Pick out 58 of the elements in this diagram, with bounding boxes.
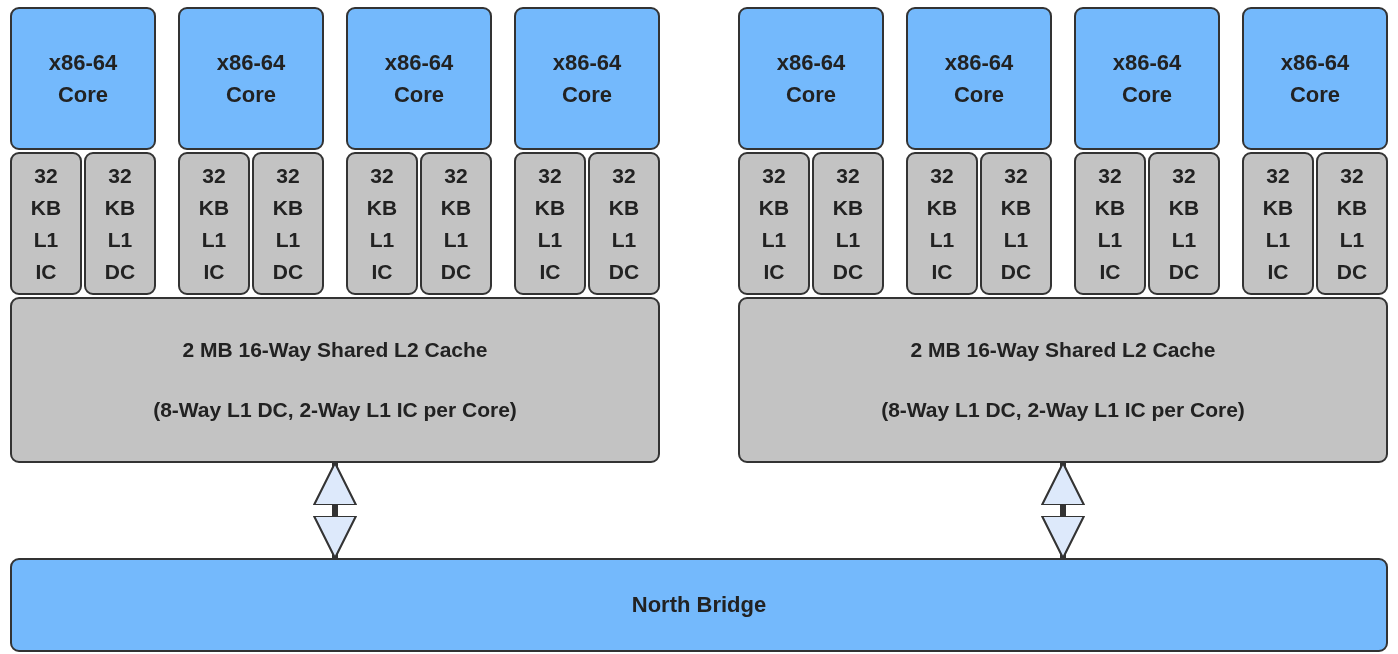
cache-label: 32 KB L1 IC xyxy=(925,162,959,285)
cache-box xyxy=(10,152,82,295)
cache-label: 32 KB L1 DC xyxy=(271,162,305,285)
cache-label: 32 KB L1 DC xyxy=(607,162,641,285)
cache-box xyxy=(588,152,660,295)
cache-label: (8-Way L1 DC, 2-Way L1 IC per Core) xyxy=(153,397,517,423)
core-label: x86-64 Core xyxy=(47,48,119,109)
cache-label: 32 KB L1 DC xyxy=(439,162,473,285)
cache-box xyxy=(1074,152,1146,295)
core-box xyxy=(10,7,156,150)
cache-label: 32 KB L1 DC xyxy=(1335,162,1369,285)
cache-box xyxy=(738,297,1388,463)
cache-box xyxy=(346,152,418,295)
cache-box xyxy=(1316,152,1388,295)
cache-label: 32 KB L1 IC xyxy=(757,162,791,285)
core-box xyxy=(906,7,1052,150)
core-label: x86-64 Core xyxy=(215,48,287,109)
cache-box xyxy=(178,152,250,295)
cache-box xyxy=(1242,152,1314,295)
cache-box xyxy=(980,152,1052,295)
core-label: x86-64 Core xyxy=(383,48,455,109)
cache-label: 32 KB L1 IC xyxy=(29,162,63,285)
cache-box xyxy=(812,152,884,295)
cache-box xyxy=(84,152,156,295)
cache-label: 32 KB L1 DC xyxy=(103,162,137,285)
core-box xyxy=(514,7,660,150)
core-box xyxy=(1074,7,1220,150)
cache-label: 32 KB L1 DC xyxy=(831,162,865,285)
core-label: x86-64 Core xyxy=(1111,48,1183,109)
cache-label: 2 MB 16-Way Shared L2 Cache xyxy=(182,337,488,363)
cache-label: 2 MB 16-Way Shared L2 Cache xyxy=(910,337,1216,363)
core-box xyxy=(346,7,492,150)
cache-label: 32 KB L1 DC xyxy=(999,162,1033,285)
cache-label: 32 KB L1 IC xyxy=(1093,162,1127,285)
cache-label: 32 KB L1 IC xyxy=(533,162,567,285)
double-arrow xyxy=(1040,461,1086,560)
cache-box xyxy=(738,152,810,295)
core-label: x86-64 Core xyxy=(1279,48,1351,109)
double-arrow xyxy=(312,461,358,560)
bridge-label: North Bridge xyxy=(631,591,767,619)
cache-label: (8-Way L1 DC, 2-Way L1 IC per Core) xyxy=(881,397,1245,423)
cache-box xyxy=(1148,152,1220,295)
cache-box xyxy=(906,152,978,295)
cache-box xyxy=(252,152,324,295)
core-box xyxy=(738,7,884,150)
cache-label: 32 KB L1 IC xyxy=(1261,162,1295,285)
cache-box xyxy=(10,297,660,463)
core-box xyxy=(1242,7,1388,150)
core-label: x86-64 Core xyxy=(551,48,623,109)
cache-label: 32 KB L1 DC xyxy=(1167,162,1201,285)
core-label: x86-64 Core xyxy=(943,48,1015,109)
cache-box xyxy=(420,152,492,295)
cache-label: 32 KB L1 IC xyxy=(197,162,231,285)
bridge-box xyxy=(10,558,1388,652)
core-label: x86-64 Core xyxy=(775,48,847,109)
core-box xyxy=(178,7,324,150)
cache-label: 32 KB L1 IC xyxy=(365,162,399,285)
cache-box xyxy=(514,152,586,295)
